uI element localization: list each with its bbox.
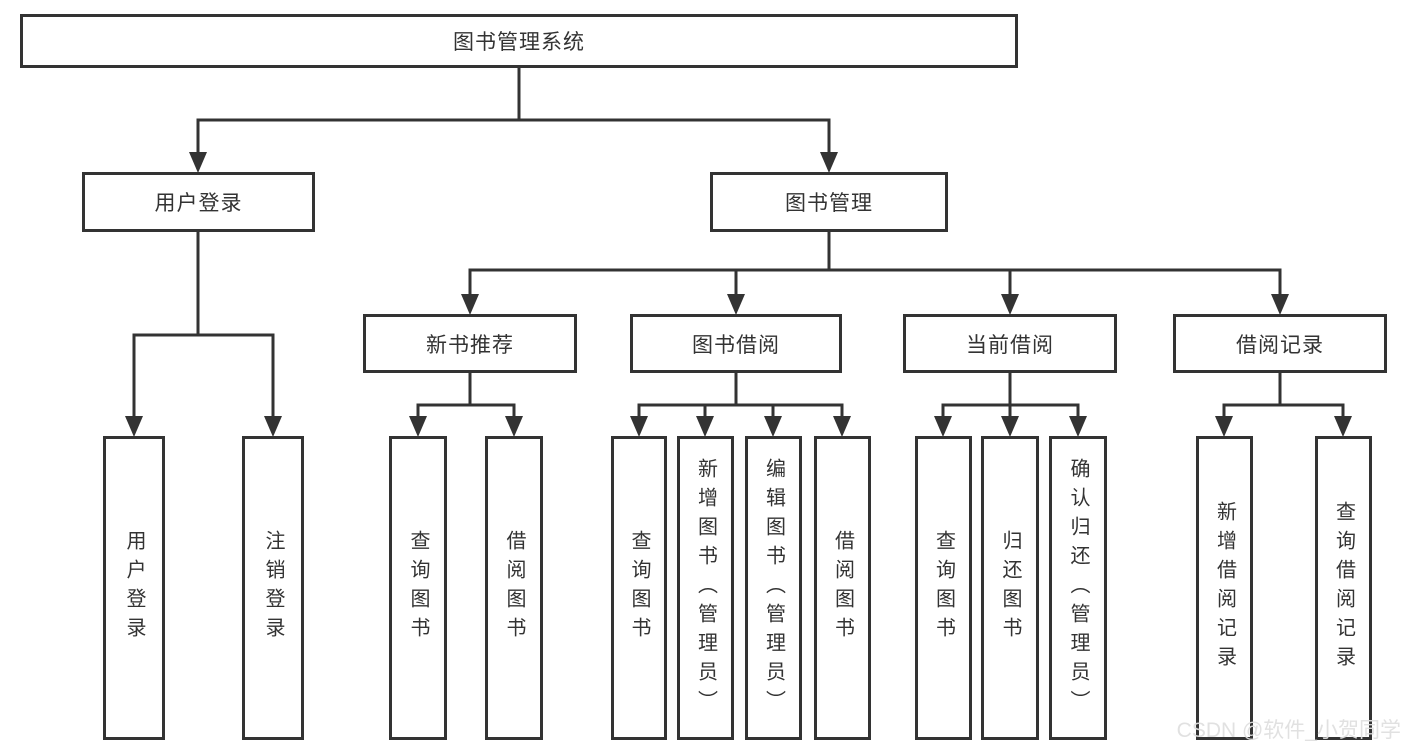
leaf-user-login: 用户登录 bbox=[103, 436, 165, 740]
leaf-confirm-return-admin: 确认归还（管理员） bbox=[1049, 436, 1107, 740]
leaf-add-borrow-record: 新增借阅记录 bbox=[1196, 436, 1253, 740]
leaf-query-books-borrow: 查询图书 bbox=[611, 436, 667, 740]
node-book-management: 图书管理 bbox=[710, 172, 948, 232]
node-borrow-records-label: 借阅记录 bbox=[1236, 333, 1324, 357]
node-book-management-label: 图书管理 bbox=[785, 192, 873, 215]
leaf-query-books-borrow-label: 查询图书 bbox=[628, 530, 650, 646]
node-current-borrow: 当前借阅 bbox=[903, 314, 1117, 373]
leaf-query-books-recommend: 查询图书 bbox=[389, 436, 447, 740]
leaf-edit-books-admin-label: 编辑图书（管理员） bbox=[762, 457, 785, 719]
leaf-return-books: 归还图书 bbox=[981, 436, 1039, 740]
leaf-add-borrow-record-label: 新增借阅记录 bbox=[1213, 501, 1236, 675]
leaf-confirm-return-admin-label: 确认归还（管理员） bbox=[1067, 457, 1089, 719]
leaf-borrow-books-label: 借阅图书 bbox=[831, 530, 854, 646]
leaf-borrow-books: 借阅图书 bbox=[814, 436, 871, 740]
node-book-borrow: 图书借阅 bbox=[630, 314, 842, 373]
leaf-add-books-admin: 新增图书（管理员） bbox=[677, 436, 734, 740]
leaf-add-books-admin-label: 新增图书（管理员） bbox=[694, 457, 717, 719]
leaf-logout-label: 注销登录 bbox=[262, 530, 284, 646]
leaf-query-books-current-label: 查询图书 bbox=[932, 530, 955, 646]
csdn-watermark: CSDN @软件_小贺同学 bbox=[1176, 719, 1401, 742]
node-user-login: 用户登录 bbox=[82, 172, 315, 232]
node-library-system-label: 图书管理系统 bbox=[453, 31, 585, 54]
leaf-edit-books-admin: 编辑图书（管理员） bbox=[745, 436, 802, 740]
node-new-book-recommend: 新书推荐 bbox=[363, 314, 577, 373]
leaf-borrow-books-recommend: 借阅图书 bbox=[485, 436, 543, 740]
leaf-query-borrow-record-label: 查询借阅记录 bbox=[1332, 501, 1355, 675]
leaf-query-books-recommend-label: 查询图书 bbox=[407, 530, 429, 646]
node-borrow-records: 借阅记录 bbox=[1173, 314, 1387, 373]
leaf-query-borrow-record: 查询借阅记录 bbox=[1315, 436, 1372, 740]
node-new-book-recommend-label: 新书推荐 bbox=[426, 333, 514, 357]
node-user-login-label: 用户登录 bbox=[154, 192, 243, 215]
leaf-borrow-books-recommend-label: 借阅图书 bbox=[503, 530, 525, 646]
node-library-system: 图书管理系统 bbox=[20, 14, 1018, 68]
node-current-borrow-label: 当前借阅 bbox=[966, 333, 1054, 357]
node-book-borrow-label: 图书借阅 bbox=[692, 333, 780, 357]
leaf-query-books-current: 查询图书 bbox=[915, 436, 972, 740]
leaf-return-books-label: 归还图书 bbox=[999, 530, 1021, 646]
leaf-logout: 注销登录 bbox=[242, 436, 304, 740]
leaf-user-login-label: 用户登录 bbox=[123, 530, 145, 646]
